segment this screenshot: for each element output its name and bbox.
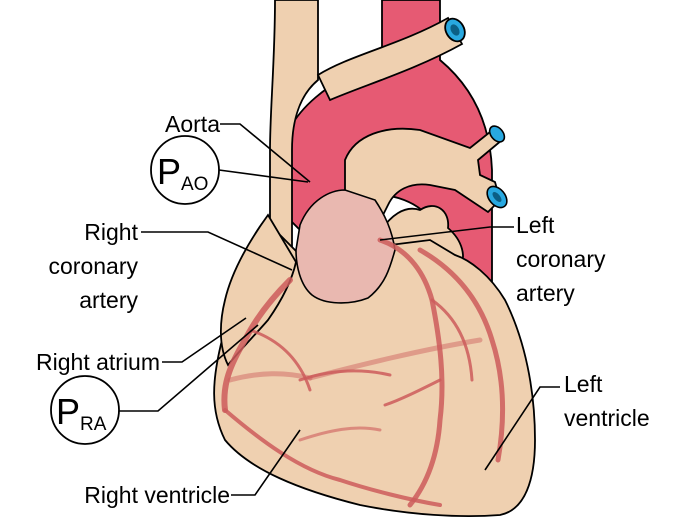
label-right-coronary-line1: Right (84, 219, 138, 245)
label-right-atrium: Right atrium (36, 349, 160, 375)
badge-aortic-subscript: AO (181, 174, 208, 195)
label-left-coronary-line3: artery (516, 280, 575, 306)
label-right-coronary-line2: coronary (49, 253, 139, 279)
label-left-coronary-line2: coronary (516, 246, 606, 272)
badge-ra-symbol: P (56, 391, 80, 432)
label-left-ventricle-line2: ventricle (564, 405, 650, 431)
label-aorta: Aorta (165, 111, 220, 137)
pressure-badge-right-atrial: P RA (51, 376, 119, 444)
badge-ra-subscript: RA (80, 414, 107, 435)
label-left-ventricle-line1: Left (564, 371, 603, 397)
pressure-badge-aortic: P AO (151, 136, 219, 204)
label-right-coronary-line3: artery (79, 287, 138, 313)
badge-aortic-symbol: P (157, 151, 181, 192)
label-left-coronary-line1: Left (516, 212, 555, 238)
aortic-root (296, 190, 395, 303)
label-right-ventricle: Right ventricle (84, 482, 230, 508)
